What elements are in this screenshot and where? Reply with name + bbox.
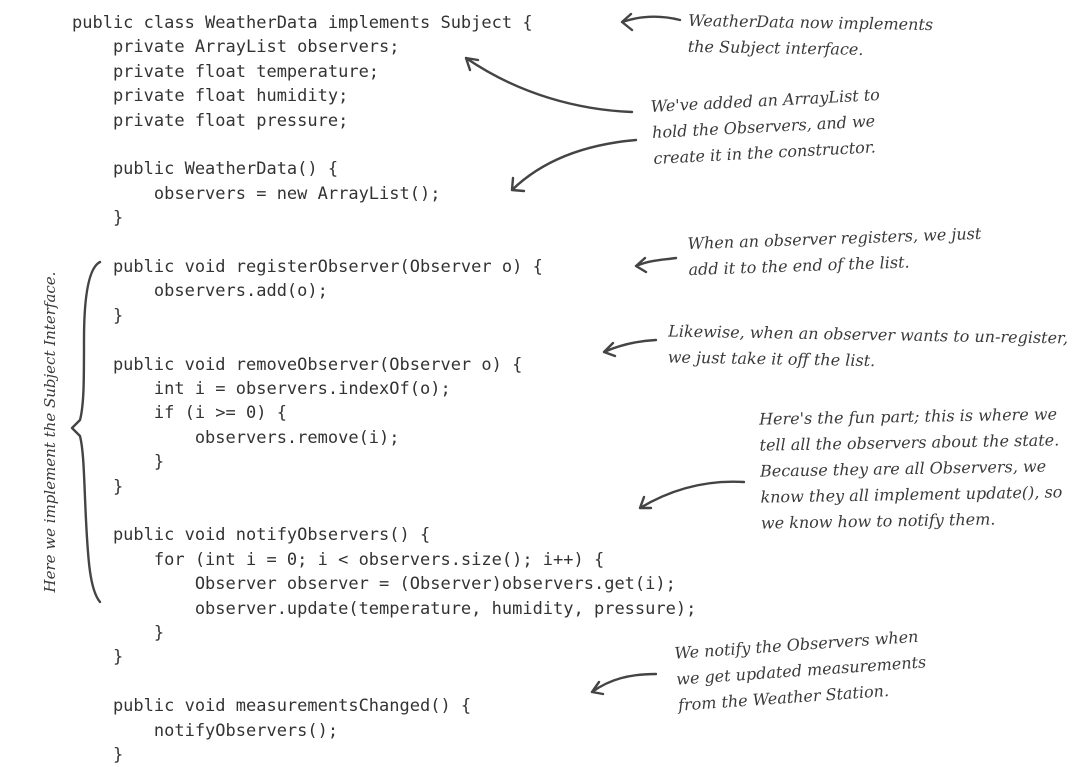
- code-line: private ArrayList observers;: [72, 37, 400, 58]
- code-line: public void measurementsChanged() {: [72, 696, 472, 717]
- side-annotation-subject-interface: Here we implement the Subject Interface.: [41, 271, 59, 593]
- annotation-remove: Likewise, when an observer wants to un-r…: [668, 319, 1069, 378]
- code-line: }: [72, 476, 124, 497]
- code-line: }: [72, 623, 165, 643]
- code-line: public class WeatherData implements Subj…: [72, 13, 533, 33]
- code-line: notifyObservers();: [72, 720, 339, 741]
- code-line: }: [72, 305, 124, 326]
- code-line: }: [72, 647, 124, 668]
- code-line: observers.add(o);: [72, 281, 328, 302]
- annotation-subject-interface: WeatherData now implements the Subject i…: [688, 8, 934, 64]
- code-line: private float pressure;: [72, 110, 349, 131]
- code-line: public void notifyObservers() {: [72, 525, 431, 546]
- arrow-to-constructor: [510, 138, 638, 193]
- annotation-measurements: We notify the Observers when we get upda…: [674, 623, 929, 718]
- code-line: }: [72, 208, 124, 229]
- annotation-register: When an observer registers, we just add …: [687, 221, 982, 283]
- code-line: }: [72, 452, 165, 473]
- arrow-to-remove-observer: [602, 338, 658, 358]
- code-line: observer.update(temperature, humidity, p…: [72, 598, 697, 619]
- annotation-line: we know how to notify them.: [760, 509, 996, 533]
- code-line: int i = observers.indexOf(o);: [72, 379, 451, 399]
- code-line: observers.remove(i);: [72, 427, 400, 448]
- arrow-to-register-observer: [634, 256, 678, 274]
- arrow-to-notify-observers: [638, 480, 746, 510]
- arrow-to-class-declaration: [620, 12, 682, 32]
- annotation-line: know they all implement update(), so: [760, 482, 1063, 507]
- code-line: public void registerObserver(Observer o)…: [72, 257, 543, 277]
- code-line: private float temperature;: [72, 61, 380, 82]
- annotation-line: the Subject interface.: [687, 36, 864, 59]
- code-line: for (int i = 0; i < observers.size(); i+…: [72, 549, 605, 570]
- annotation-notify: Here's the fun part; this is where we te…: [759, 401, 1063, 536]
- code-line: public void removeObserver(Observer o) {: [72, 354, 523, 375]
- code-line: private float humidity;: [72, 86, 349, 107]
- code-line: if (i >= 0) {: [72, 403, 287, 424]
- arrow-to-observers-field: [464, 56, 634, 114]
- code-line: public WeatherData() {: [72, 159, 339, 180]
- code-line: observers = new ArrayList();: [72, 183, 441, 204]
- code-line: }: [72, 745, 124, 765]
- arrow-to-measurements-changed: [590, 672, 658, 696]
- annotation-arraylist: We've added an ArrayList to hold the Obs…: [650, 82, 883, 172]
- code-line: Observer observer = (Observer)observers.…: [72, 574, 676, 595]
